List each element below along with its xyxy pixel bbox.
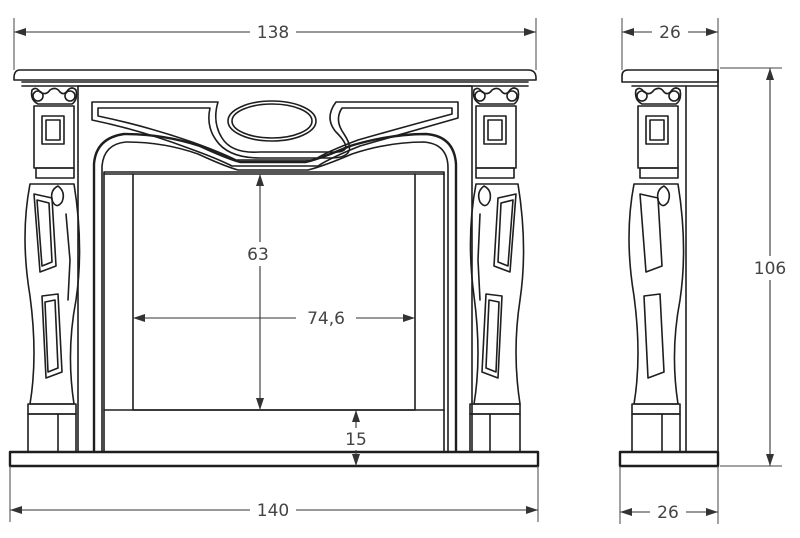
overall-width-base-label: 140	[257, 501, 289, 521]
hearth-base	[8, 450, 540, 468]
frieze-panel	[77, 85, 473, 453]
dimension-side-depth-top: 26	[621, 18, 719, 70]
dimension-hearth-height: 15	[338, 410, 374, 466]
front-view	[8, 69, 540, 468]
dimensions: 138 140 63 74,6	[9, 18, 794, 524]
opening-height-label: 63	[247, 245, 269, 265]
opening-width-label: 74,6	[307, 309, 345, 329]
side-view	[618, 69, 720, 468]
firebox-surround	[92, 132, 458, 453]
overall-width-top-label: 138	[257, 23, 289, 43]
dimension-total-height: 106	[720, 67, 794, 467]
dimension-top-width: 138	[13, 18, 537, 70]
total-height-label: 106	[754, 259, 786, 279]
side-depth-base-label: 26	[657, 503, 679, 523]
firebox-opening	[103, 171, 445, 453]
dimension-side-depth-base: 26	[619, 466, 719, 524]
dimension-base-width: 140	[9, 466, 539, 522]
right-pilaster	[469, 87, 525, 453]
dimension-opening-width: 74,6	[133, 306, 415, 330]
mantel-shelf	[13, 69, 537, 87]
dimension-opening-height: 63	[240, 174, 280, 410]
left-pilaster	[24, 87, 81, 453]
side-depth-top-label: 26	[659, 23, 681, 43]
hearth-height-label: 15	[345, 430, 367, 450]
